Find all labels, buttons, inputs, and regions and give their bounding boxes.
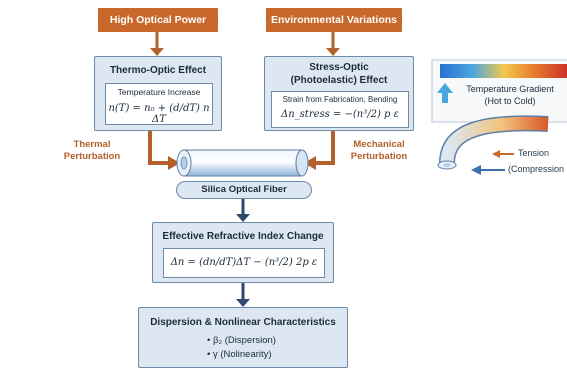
environmental-variations-label: Environmental Variations [270, 14, 398, 26]
thermal-label-line1: Thermal [73, 139, 111, 150]
temperature-increase-label: Temperature Increase [117, 87, 201, 97]
mechanical-label-line1: Mechanical [353, 139, 405, 150]
temperature-gradient-label: Temperature Gradient [466, 84, 554, 94]
high-optical-power-label: High Optical Power [109, 14, 207, 26]
silica-fiber-label: Silica Optical Fiber [176, 181, 312, 199]
bullet-nonlinearity: • γ (Nolinearity) [207, 349, 272, 360]
temperature-gradient-legend [431, 59, 567, 123]
temperature-gradient-sublabel: (Hot to Cold) [484, 96, 536, 106]
compression-label: (Compression [508, 164, 565, 174]
strain-label: Strain from Fabrication, Bending [282, 95, 398, 104]
thermal-perturbation-label: Thermal Perturbation [52, 139, 132, 163]
stress-optic-inner: Strain from Fabrication, Bending Δn_stre… [271, 91, 409, 128]
mechanical-arrow [314, 131, 335, 165]
mechanical-label-line2: Perturbation [350, 151, 408, 162]
mechanical-perturbation-label: Mechanical Perturbation [338, 139, 420, 163]
bent-fiber-icon [437, 115, 549, 170]
bullet-dispersion: • β₂ (Dispersion) [207, 335, 276, 346]
dispersion-title: Dispersion & Nonlinear Characteristics [150, 317, 336, 328]
stress-optic-panel: Stress-Optic (Photoelastic) Effect Strai… [264, 56, 414, 131]
up-arrow-icon [437, 83, 453, 103]
dispersion-panel: Dispersion & Nonlinear Characteristics •… [138, 307, 348, 368]
stress-optic-title-line1: Stress-Optic [309, 62, 369, 73]
thermo-optic-inner: Temperature Increase n(T) = n₀ + (d/dT) … [105, 83, 213, 125]
environmental-variations-box: Environmental Variations [266, 8, 402, 32]
temperature-gradient-bar [440, 64, 567, 78]
dispersion-bullets: • β₂ (Dispersion) • γ (Nolinearity) [207, 334, 276, 362]
index-change-title: Effective Refractive Index Change [162, 231, 324, 242]
tension-label: Tension [518, 148, 550, 158]
index-change-equation: Δn = (dn/dT)ΔT − (n³/2) 2p ε [170, 257, 318, 268]
optical-fiber-icon [176, 149, 309, 177]
thermo-optic-equation: n(T) = n₀ + (d/dT) n ΔT [108, 103, 210, 125]
temperature-gradient-text: Temperature Gradient (Hot to Cold) [452, 83, 567, 107]
stress-optic-title-line2: (Photoelastic) Effect [290, 75, 388, 86]
thermo-optic-title: Thermo-Optic Effect [109, 65, 207, 76]
silica-fiber-text: Silica Optical Fiber [201, 184, 287, 195]
high-optical-power-box: High Optical Power [98, 8, 218, 32]
stress-optic-equation: Δn_stress = −(n³/2) p ε [281, 109, 399, 120]
index-change-panel: Effective Refractive Index Change Δn = (… [152, 222, 334, 283]
thermo-optic-panel: Thermo-Optic Effect Temperature Increase… [94, 56, 222, 131]
index-change-inner: Δn = (dn/dT)ΔT − (n³/2) 2p ε [163, 248, 325, 278]
thermal-arrow [148, 131, 170, 165]
thermal-label-line2: Perturbation [63, 151, 121, 162]
